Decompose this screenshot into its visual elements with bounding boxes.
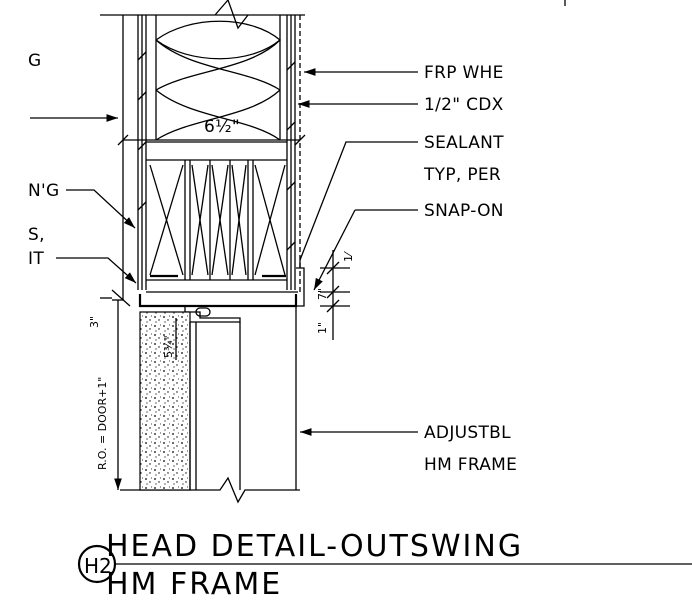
break-line-top bbox=[214, 0, 249, 30]
dim-six-half: 6½" bbox=[204, 117, 240, 137]
dim-quarter: 1" bbox=[316, 322, 329, 334]
label-sealant: SEALANT bbox=[424, 133, 504, 153]
dim-three-eighth: 3" bbox=[88, 316, 101, 328]
title-block bbox=[77, 544, 692, 584]
top-line bbox=[100, 0, 566, 16]
label-adjustbl: ADJUSTBL bbox=[424, 423, 511, 443]
dimensions bbox=[100, 134, 350, 490]
header-framing bbox=[146, 141, 298, 293]
label-frp: FRP WHE bbox=[424, 63, 504, 83]
dim-one-eighth: 1⁄ bbox=[342, 251, 355, 262]
label-left-s: S, bbox=[28, 225, 45, 245]
leaders bbox=[30, 68, 418, 436]
label-left-it: IT bbox=[28, 249, 44, 269]
wall-section bbox=[122, 15, 301, 300]
title-line1: HEAD DETAIL-OUTSWING bbox=[106, 529, 523, 564]
masonry-below bbox=[139, 306, 297, 491]
label-hmframe: HM FRAME bbox=[424, 455, 517, 475]
label-left-g: G bbox=[28, 51, 41, 71]
label-typper: TYP, PER bbox=[423, 165, 501, 185]
break-line-bottom bbox=[120, 476, 300, 504]
insulation-batt bbox=[155, 15, 282, 141]
title-tag: H2 bbox=[84, 554, 112, 578]
label-snapon: SNAP-ON bbox=[424, 201, 504, 221]
title-line2: HM FRAME bbox=[106, 567, 282, 600]
dim-ro: R.O. = DOOR+1" bbox=[96, 377, 109, 470]
label-left-ng: N'G bbox=[28, 181, 59, 201]
label-cdx: 1/2" CDX bbox=[424, 95, 504, 115]
dim-five-three-quarter: 5¾" bbox=[162, 335, 175, 358]
dim-seven-sixteenth: 7" bbox=[316, 288, 329, 300]
